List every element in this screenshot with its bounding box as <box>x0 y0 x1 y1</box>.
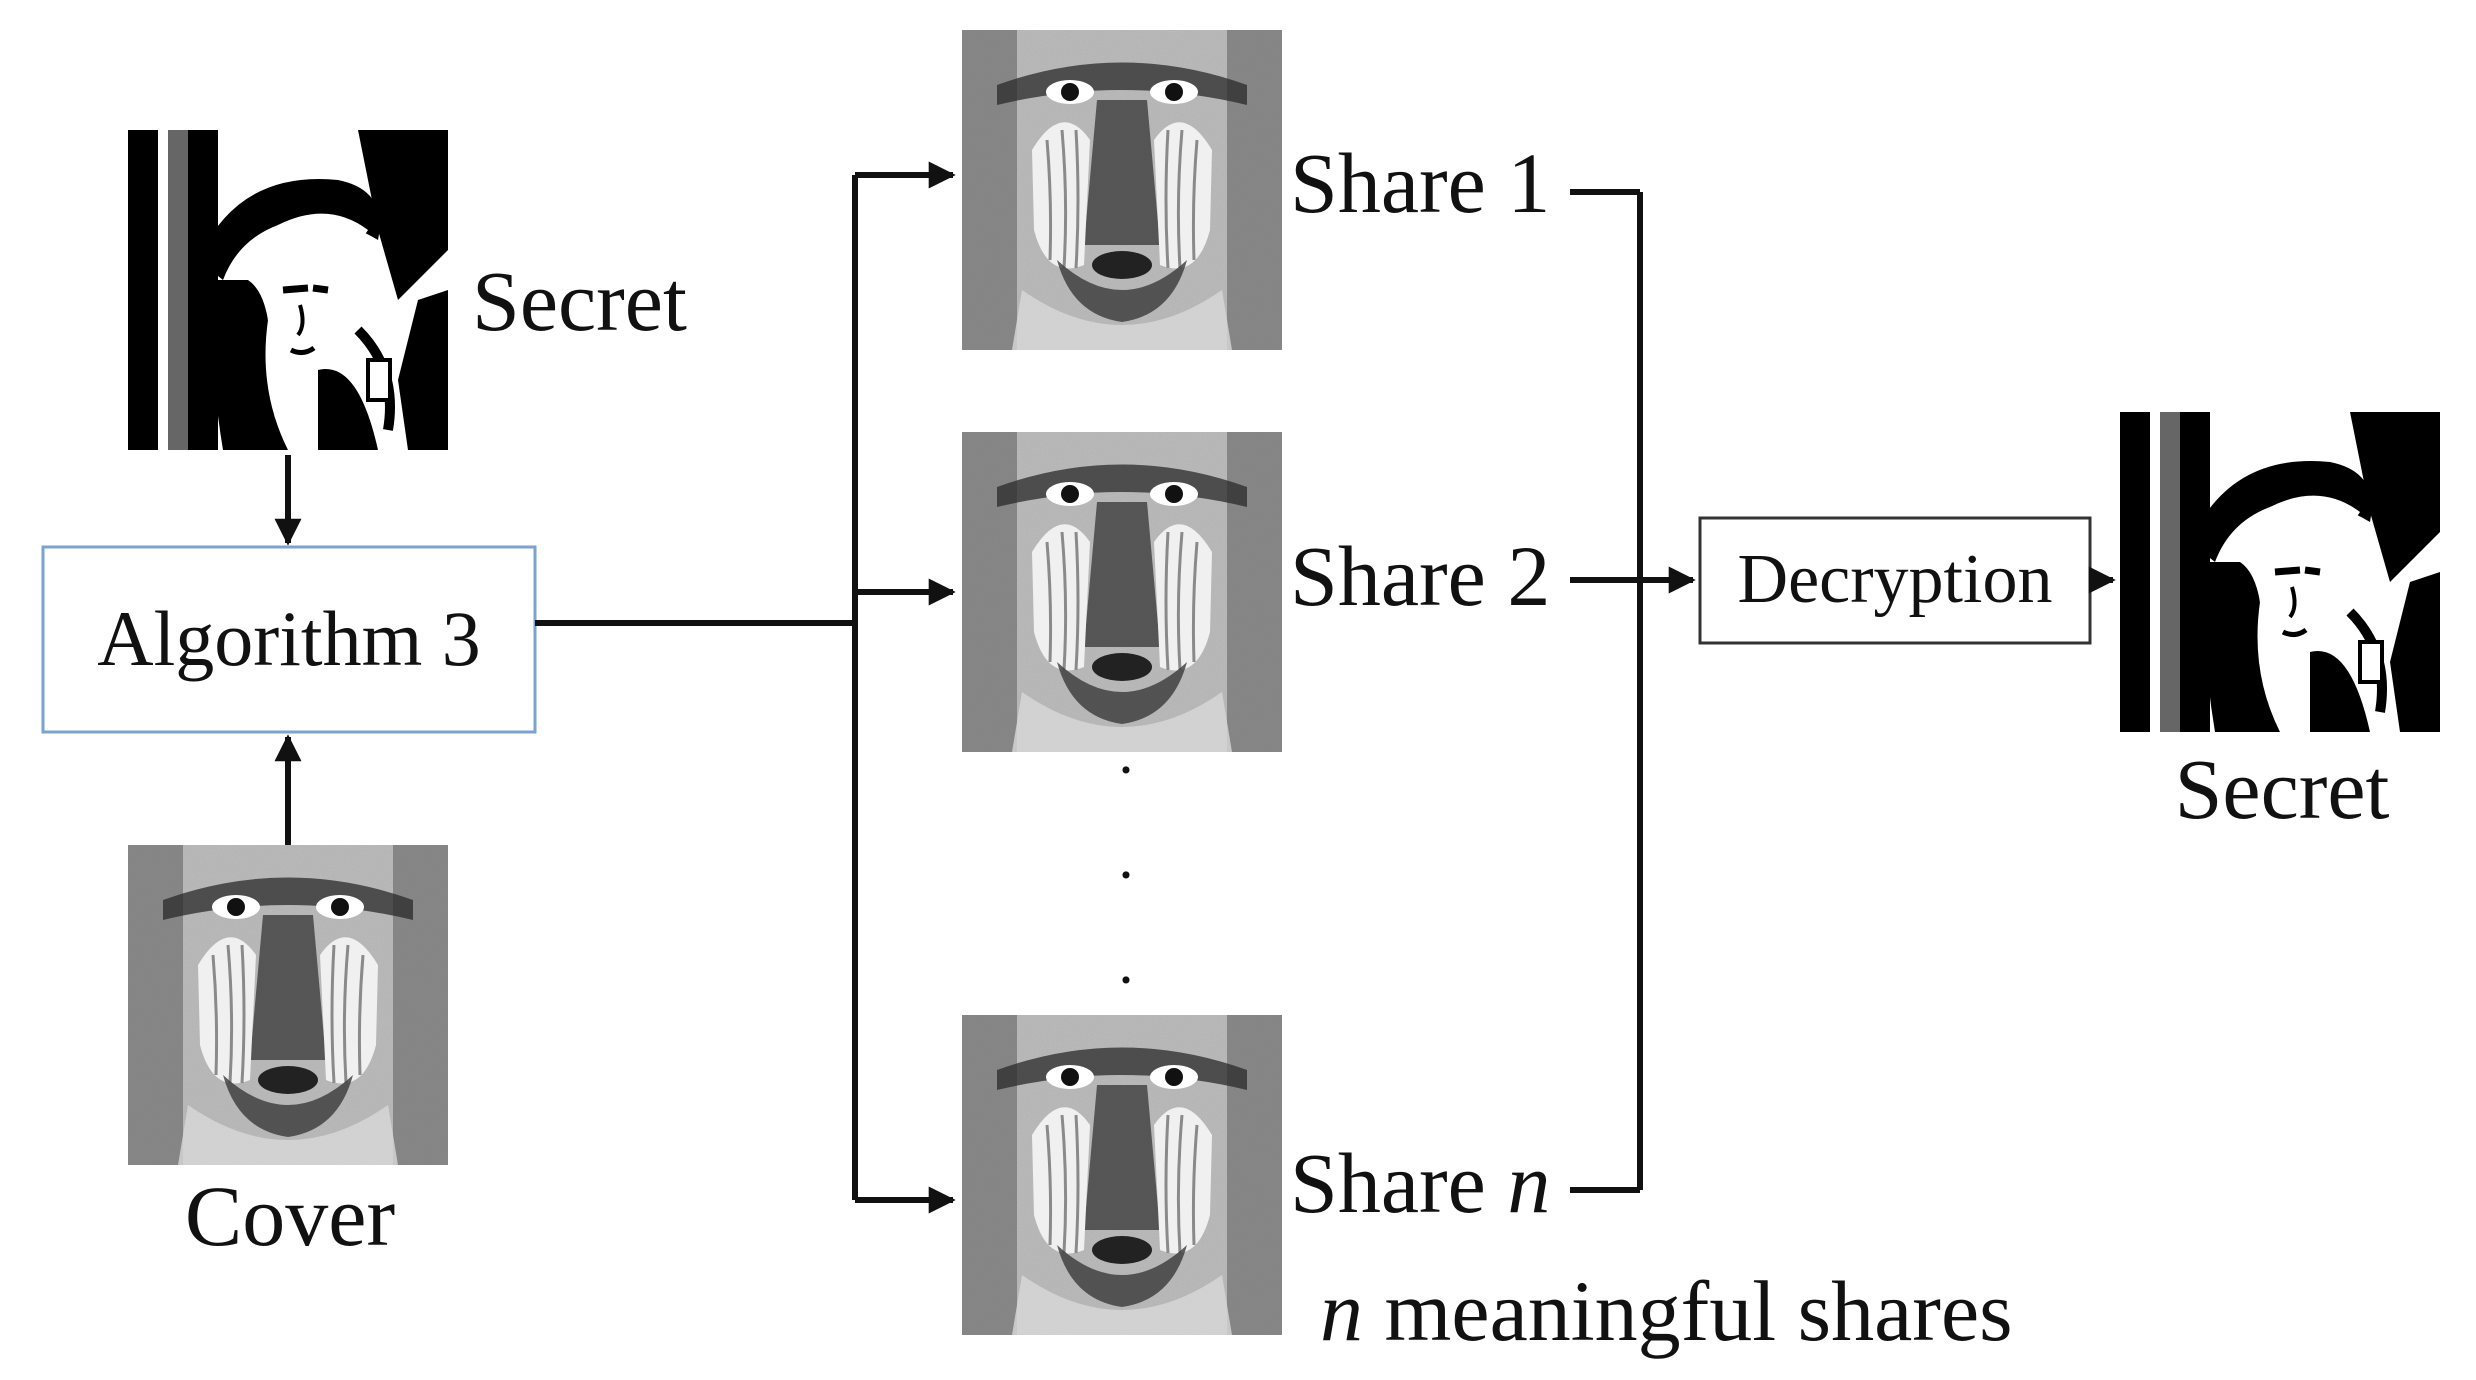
share-2-label: Share 2 <box>1290 528 1550 624</box>
secret-output-label: Secret <box>2175 741 2390 837</box>
decryption-label: Decryption <box>1738 541 2053 618</box>
share-n-label: Share n <box>1290 1135 1550 1231</box>
share-1-image <box>962 30 1282 350</box>
shares-caption: n meaningful shares <box>1320 1263 2013 1359</box>
algorithm-box <box>41 545 537 734</box>
ellipsis-dot: · <box>1116 947 1136 1013</box>
share-1-label: Share 1 <box>1290 135 1550 231</box>
algorithm-label: Algorithm 3 <box>97 595 481 682</box>
share-2-image <box>962 432 1282 752</box>
ellipsis-dot: · <box>1116 842 1136 908</box>
secret-input-image <box>128 130 448 450</box>
cover-image <box>128 845 448 1165</box>
decryption-box <box>1698 516 2092 645</box>
secret-output-image <box>2120 412 2440 732</box>
ellipsis-dot: · <box>1116 737 1136 803</box>
share-n-image <box>962 1015 1282 1335</box>
cover-label: Cover <box>185 1168 395 1264</box>
secret-input-label: Secret <box>472 253 687 349</box>
